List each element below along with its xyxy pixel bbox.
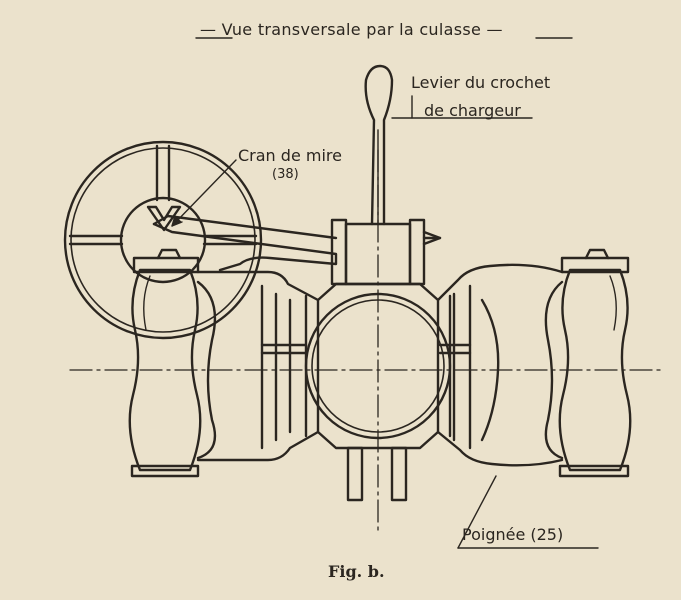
sight-notch [146,205,182,232]
leader-lines [171,37,599,549]
loader-hook-lever [330,64,442,286]
left-frame [196,270,320,462]
handle-label: Poignée (25) [462,525,564,544]
lower-lugs [346,446,408,502]
sight-arm [152,214,338,272]
right-frame [436,263,564,467]
right-grip [558,248,632,478]
center-lines [69,149,661,536]
figure-caption: Fig. b. [328,562,385,581]
sight-notch-number: (38) [272,167,299,182]
sight-notch-label: Cran de mire [238,146,342,165]
left-grip [128,248,202,478]
sight-handwheel [63,140,263,340]
lever-label: Levier du crochet [411,73,551,92]
lever-label-line2: de chargeur [424,101,521,120]
view-title: — Vue transversale par la culasse — [200,20,503,39]
